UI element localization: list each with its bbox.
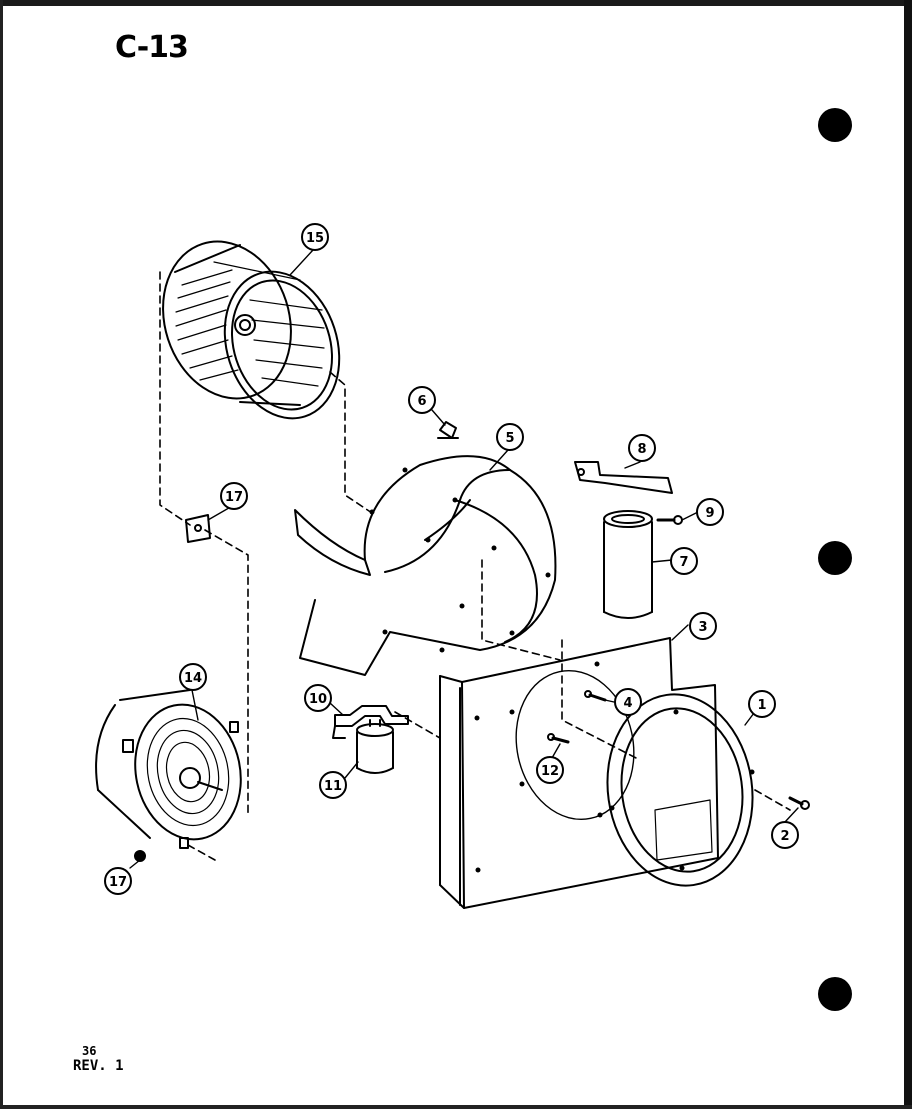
mounting-panel-part-3 [439,637,719,909]
callout-11: 11 [319,771,347,799]
callout-5: 5 [496,423,524,451]
clip-part-6 [437,421,459,439]
guide-line-wheel-housing [329,371,376,516]
callout-17: 17 [104,867,132,895]
svg-text:10: 10 [309,692,327,707]
run-capacitor-part-7 [603,510,653,619]
svg-text:8: 8 [637,442,646,457]
panel-mounting-holes [474,661,603,873]
callout-2: 2 [771,821,799,849]
binder-hole-bottom [818,977,852,1011]
motor-vent-slots [146,717,230,827]
guide-line-bracket-motor [204,529,249,816]
start-capacitor-part-11 [356,719,394,774]
guide-line-panel-ring [561,639,641,761]
scan-edge-left [0,0,3,1109]
callout-9: 9 [696,498,724,526]
blower-wheel-part-13 [162,240,341,420]
callout-6: 6 [408,386,436,414]
binder-hole-middle [818,541,852,575]
svg-text:15: 15 [306,231,324,246]
screw-part-2 [788,796,810,810]
scan-edge-bottom [0,1105,912,1109]
blower-housing-part-5 [294,455,557,676]
svg-text:12: 12 [541,764,559,779]
blower-wheel-blades [175,261,325,387]
callout-14: 14 [179,663,207,691]
scan-edge-top [0,0,912,6]
callout-3: 3 [689,612,717,640]
page-number: 36 [82,1044,97,1058]
guide-line-wheel-left [159,271,191,526]
svg-text:4: 4 [623,696,632,711]
svg-text:9: 9 [705,506,714,521]
callout-15: 17 [220,482,248,510]
svg-text:17: 17 [109,875,127,890]
guide-line-screw-2 [754,789,791,811]
capacitor-bracket-part-10 [332,705,409,739]
svg-text:6: 6 [417,394,426,409]
svg-text:14: 14 [184,671,202,686]
screw-part-9 [656,515,683,525]
callout-4: 4 [614,688,642,716]
svg-text:17: 17 [225,490,243,505]
binder-hole-top [818,108,852,142]
callout-8: 8 [628,434,656,462]
guide-line-capacitor [394,679,441,739]
guide-line-housing-panel [481,559,561,661]
orifice-ring-part-1 [606,693,755,887]
svg-text:2: 2 [780,829,789,844]
nut-part-17 [134,850,146,862]
svg-text:1: 1 [757,698,766,713]
guide-line-nut [187,844,216,861]
scan-edge-right [904,0,912,1109]
svg-text:7: 7 [679,555,688,570]
blower-motor-part-14 [95,689,242,849]
callout-12: 12 [536,756,564,784]
ring-screw-holes [609,709,755,871]
screw-part-12 [547,733,570,744]
callout-1: 1 [748,690,776,718]
capacitor-strap-part-8 [574,461,673,494]
svg-text:11: 11 [324,779,342,794]
callout-13: 15 [301,223,329,251]
svg-text:3: 3 [698,620,707,635]
callout-10: 10 [304,684,332,712]
page-title: C-13 [115,30,189,65]
callout-7: 7 [670,547,698,575]
svg-text:5: 5 [505,431,514,446]
screw-part-4 [584,690,607,702]
mount-bracket-part-15 [185,514,211,543]
housing-rivets [369,467,551,653]
revision-label: REV. 1 [73,1058,124,1074]
